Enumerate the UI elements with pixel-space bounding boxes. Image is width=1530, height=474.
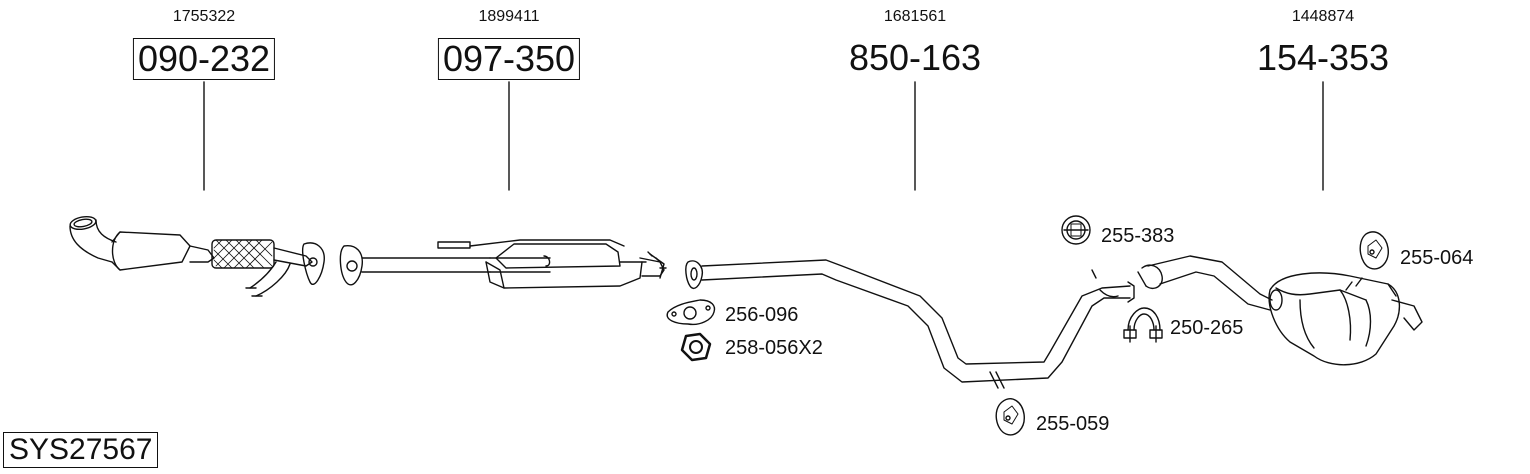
part-number-middle-pipe[interactable]: 850-163 — [848, 37, 982, 78]
accessory-label-hanger-middle[interactable]: 255-059 — [1036, 413, 1110, 435]
accessory-label-hanger-front[interactable]: 255-383 — [1101, 225, 1175, 247]
front-pipe-drawing[interactable] — [69, 215, 325, 297]
accessory-label-nut[interactable]: 258-056X2 — [725, 337, 823, 359]
part-number-front-pipe[interactable]: 090-232 — [132, 38, 276, 80]
oe-number-middle-pipe: 1681561 — [883, 8, 947, 25]
gasket-icon[interactable] — [666, 299, 716, 326]
oe-number-front-pipe: 1755322 — [172, 8, 236, 25]
oe-number-catalyst: 1899411 — [478, 8, 540, 25]
oe-number-rear-silencer: 1448874 — [1291, 8, 1355, 25]
part-number-catalyst[interactable]: 097-350 — [437, 38, 581, 80]
accessory-label-gasket[interactable]: 256-096 — [725, 304, 799, 326]
accessory-label-clamp[interactable]: 250-265 — [1170, 317, 1244, 339]
rubber-hanger-front-icon[interactable] — [1061, 215, 1091, 245]
system-code-label: SYS27567 — [3, 432, 159, 468]
accessory-label-hanger-rear[interactable]: 255-064 — [1400, 247, 1474, 269]
nut-icon[interactable] — [680, 332, 712, 362]
part-number-rear-silencer[interactable]: 154-353 — [1256, 37, 1390, 78]
rear-silencer-drawing[interactable] — [1137, 255, 1423, 366]
rubber-hanger-rear-icon[interactable] — [1359, 231, 1389, 270]
rubber-hanger-middle-icon[interactable] — [995, 398, 1025, 436]
clamp-icon[interactable] — [1123, 307, 1163, 343]
catalyst-drawing[interactable] — [339, 239, 667, 289]
middle-pipe-drawing[interactable] — [685, 259, 1135, 389]
